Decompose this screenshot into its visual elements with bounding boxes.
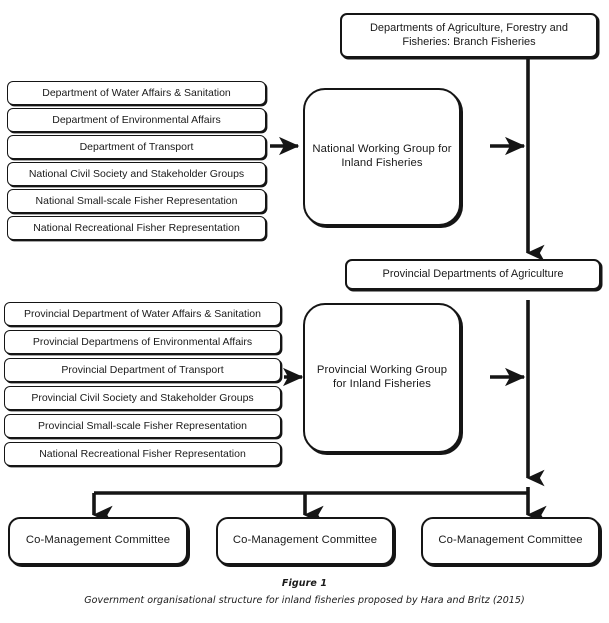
node-co-management-committee-1-label: Co-Management Committee: [25, 534, 171, 547]
node-dafff-branch-fisheries-label: Departments of Agriculture, Forestry and…: [369, 22, 569, 48]
node-provincial-stakeholder-1-label: Provincial Department of Water Affairs &…: [24, 307, 261, 320]
node-national-working-group[interactable]: National Working Group for Inland Fisher…: [303, 88, 461, 226]
node-national-stakeholder-5-label: National Small-scale Fisher Representati…: [35, 194, 238, 207]
node-provincial-departments-agriculture-label: Provincial Departments of Agriculture: [382, 267, 564, 280]
figure-description: Government organisational structure for …: [84, 595, 525, 606]
node-dafff-branch-fisheries[interactable]: Departments of Agriculture, Forestry and…: [340, 13, 598, 58]
node-national-stakeholder-1-label: Department of Water Affairs & Sanitation: [42, 86, 231, 99]
node-national-stakeholder-4-label: National Civil Society and Stakeholder G…: [28, 167, 245, 180]
node-national-working-group-label: National Working Group for Inland Fisher…: [312, 143, 452, 169]
node-national-stakeholder-3-label: Department of Transport: [79, 140, 194, 153]
node-national-stakeholder-6[interactable]: National Recreational Fisher Representat…: [7, 216, 266, 240]
figure-number: Figure 1: [281, 578, 328, 589]
node-provincial-stakeholder-5-label: Provincial Small-scale Fisher Representa…: [38, 419, 247, 432]
node-provincial-stakeholder-4-label: Provincial Civil Society and Stakeholder…: [31, 391, 254, 404]
node-national-stakeholder-1[interactable]: Department of Water Affairs & Sanitation: [7, 81, 266, 105]
node-provincial-stakeholder-6[interactable]: National Recreational Fisher Representat…: [4, 442, 281, 466]
node-provincial-working-group-label: Provincial Working Group for Inland Fish…: [316, 364, 448, 390]
node-provincial-stakeholder-2[interactable]: Provincial Departmens of Environmental A…: [4, 330, 281, 354]
node-provincial-stakeholder-5[interactable]: Provincial Small-scale Fisher Representa…: [4, 414, 281, 438]
node-co-management-committee-3-label: Co-Management Committee: [438, 534, 583, 547]
node-provincial-stakeholder-4[interactable]: Provincial Civil Society and Stakeholder…: [4, 386, 281, 410]
node-provincial-stakeholder-3[interactable]: Provincial Department of Transport: [4, 358, 281, 382]
figure-caption: Figure 1 Government organisational struc…: [0, 578, 609, 606]
node-national-stakeholder-2-label: Department of Environmental Affairs: [52, 113, 221, 126]
node-co-management-committee-2-label: Co-Management Committee: [232, 534, 378, 547]
node-provincial-stakeholder-3-label: Provincial Department of Transport: [61, 363, 224, 376]
node-provincial-stakeholder-6-label: National Recreational Fisher Representat…: [39, 447, 246, 460]
node-national-stakeholder-6-label: National Recreational Fisher Representat…: [33, 221, 240, 234]
node-co-management-committee-2[interactable]: Co-Management Committee: [216, 517, 394, 565]
node-provincial-stakeholder-1[interactable]: Provincial Department of Water Affairs &…: [4, 302, 281, 326]
node-provincial-departments-agriculture[interactable]: Provincial Departments of Agriculture: [345, 259, 601, 290]
node-provincial-stakeholder-2-label: Provincial Departmens of Environmental A…: [32, 335, 253, 348]
node-provincial-working-group[interactable]: Provincial Working Group for Inland Fish…: [303, 303, 461, 453]
node-national-stakeholder-5[interactable]: National Small-scale Fisher Representati…: [7, 189, 266, 213]
node-national-stakeholder-4[interactable]: National Civil Society and Stakeholder G…: [7, 162, 266, 186]
node-co-management-committee-3[interactable]: Co-Management Committee: [421, 517, 600, 565]
node-co-management-committee-1[interactable]: Co-Management Committee: [8, 517, 188, 565]
node-national-stakeholder-2[interactable]: Department of Environmental Affairs: [7, 108, 266, 132]
node-national-stakeholder-3[interactable]: Department of Transport: [7, 135, 266, 159]
